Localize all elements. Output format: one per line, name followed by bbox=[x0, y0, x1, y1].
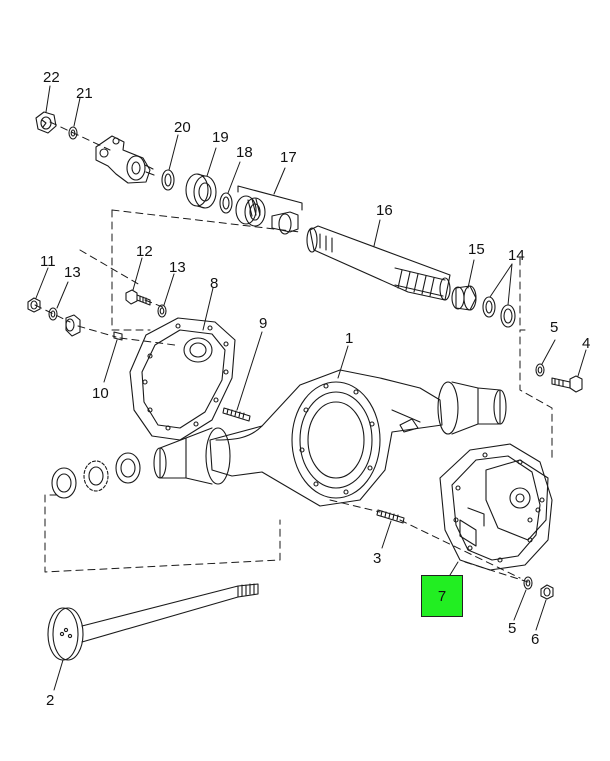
part-17-bracket bbox=[237, 185, 303, 211]
part-18-ring bbox=[219, 192, 233, 214]
part-3-stud bbox=[376, 509, 405, 524]
callout-7-label: 7 bbox=[437, 587, 447, 605]
part-13-washer-right bbox=[157, 304, 167, 318]
callout-19[interactable]: 19 bbox=[212, 129, 229, 146]
part-15-bearing bbox=[451, 285, 477, 311]
callout-12[interactable]: 12 bbox=[136, 243, 153, 260]
leader-lines bbox=[35, 85, 587, 691]
callout-5-upper[interactable]: 5 bbox=[550, 319, 559, 336]
callout-18[interactable]: 18 bbox=[236, 144, 253, 161]
left-spindle bbox=[153, 427, 231, 485]
part-2-axle-shaft bbox=[47, 583, 259, 661]
part-5-washer-lower bbox=[523, 576, 533, 590]
callout-17[interactable]: 17 bbox=[280, 149, 297, 166]
spacer bbox=[65, 314, 81, 337]
callout-15[interactable]: 15 bbox=[468, 241, 485, 258]
part-12-bolt bbox=[125, 289, 151, 306]
callout-20[interactable]: 20 bbox=[174, 119, 191, 136]
callout-5-lower[interactable]: 5 bbox=[508, 620, 517, 637]
part-1-axle-housing bbox=[209, 369, 443, 507]
part-17-bearing bbox=[235, 195, 299, 235]
callout-13-right[interactable]: 13 bbox=[169, 259, 186, 276]
part-9-stud bbox=[222, 407, 251, 422]
part-4-bolt bbox=[551, 375, 583, 393]
left-hub-nuts bbox=[51, 452, 141, 499]
callout-21[interactable]: 21 bbox=[76, 85, 93, 102]
part-7-carrier bbox=[439, 443, 553, 571]
part-11-nut bbox=[27, 297, 41, 313]
callout-9[interactable]: 9 bbox=[259, 315, 268, 332]
part-20-washer bbox=[161, 169, 175, 191]
callout-3[interactable]: 3 bbox=[373, 550, 382, 567]
yoke bbox=[95, 135, 155, 184]
callout-16[interactable]: 16 bbox=[376, 202, 393, 219]
part-6-nut bbox=[540, 584, 554, 600]
callout-10[interactable]: 10 bbox=[92, 385, 109, 402]
callout-2[interactable]: 2 bbox=[46, 692, 55, 709]
part-13-washer-left bbox=[48, 307, 58, 321]
callout-1[interactable]: 1 bbox=[345, 330, 354, 347]
part-16-pinion-shaft bbox=[306, 225, 451, 301]
part-8-cover bbox=[129, 317, 236, 441]
callout-6[interactable]: 6 bbox=[531, 631, 540, 648]
part-10-dowel bbox=[113, 331, 123, 341]
part-5-washer-upper bbox=[535, 363, 545, 377]
part-14-rings bbox=[482, 296, 516, 328]
part-19-seal bbox=[185, 173, 217, 209]
callout-8[interactable]: 8 bbox=[210, 275, 219, 292]
right-spindle bbox=[437, 381, 507, 435]
callout-7-highlight[interactable]: 7 bbox=[421, 575, 463, 617]
callout-11[interactable]: 11 bbox=[40, 253, 56, 270]
callout-4[interactable]: 4 bbox=[582, 335, 591, 352]
callout-13-left[interactable]: 13 bbox=[64, 264, 81, 281]
part-21-washer bbox=[68, 126, 78, 140]
callout-14[interactable]: 14 bbox=[508, 247, 525, 264]
alignment-lines bbox=[34, 121, 553, 583]
part-22-nut bbox=[35, 111, 57, 134]
callout-22[interactable]: 22 bbox=[43, 69, 60, 86]
